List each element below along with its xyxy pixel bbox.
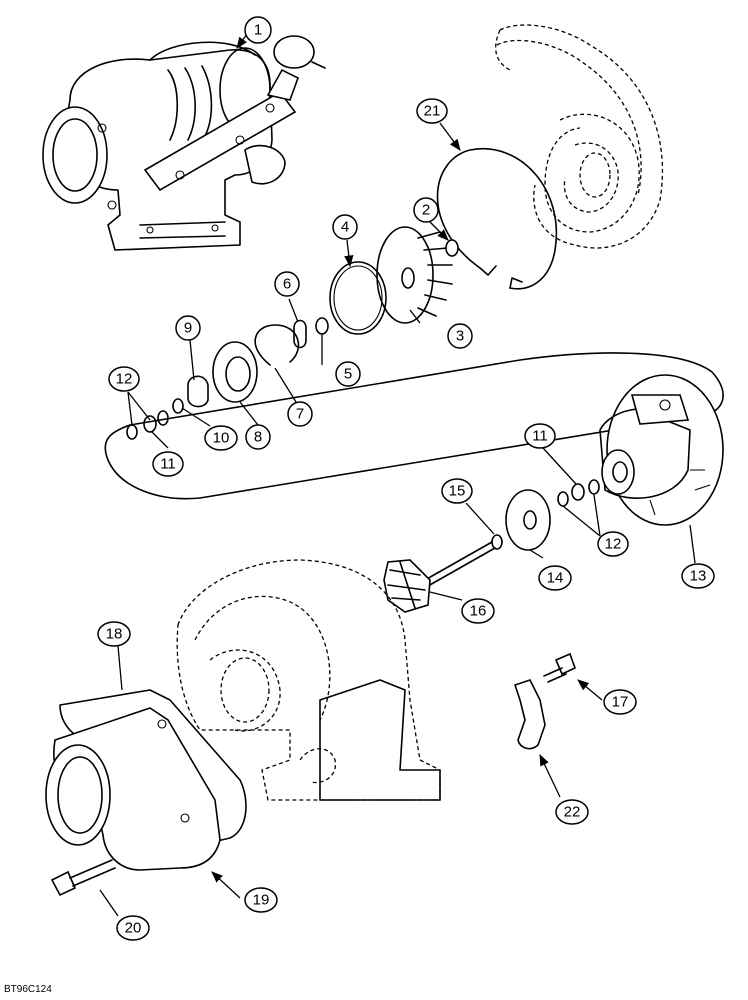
svg-text:12: 12: [605, 536, 622, 553]
svg-text:7: 7: [296, 406, 304, 423]
svg-text:20: 20: [125, 920, 142, 937]
callout-15[interactable]: 15: [441, 478, 473, 504]
svg-text:3: 3: [456, 328, 464, 345]
ring-12-right-a: [588, 479, 600, 495]
callout-12-right[interactable]: 12: [597, 531, 629, 557]
callout-11-right[interactable]: 11: [524, 423, 556, 449]
heat-shield-14: [505, 489, 551, 551]
retaining-ring-7: [254, 324, 300, 366]
compressor-housing-reference: [495, 24, 664, 249]
callout-13[interactable]: 13: [681, 563, 715, 589]
callout-6[interactable]: 6: [274, 271, 300, 297]
leader-lines: [99, 33, 696, 917]
snap-ring-21: [436, 147, 558, 290]
group-bracket: [104, 352, 724, 500]
callout-3[interactable]: 3: [447, 323, 473, 349]
callout-4[interactable]: 4: [332, 214, 358, 240]
callout-14[interactable]: 14: [538, 565, 572, 591]
ring-12-left-a: [157, 410, 169, 426]
bolt-20: [50, 859, 116, 897]
nut-2: [445, 239, 459, 257]
outlet-elbow-19: [45, 707, 221, 871]
callout-8[interactable]: 8: [245, 424, 271, 450]
svg-text:5: 5: [344, 366, 352, 383]
ring-5: [315, 317, 329, 335]
svg-text:19: 19: [253, 892, 270, 909]
washer-10: [172, 398, 184, 414]
callout-21[interactable]: 21: [416, 98, 448, 124]
heat-shield-14-inner: [523, 510, 537, 530]
svg-text:14: 14: [547, 570, 564, 587]
callout-1[interactable]: 1: [244, 16, 272, 44]
o-ring-4: [329, 261, 387, 335]
bearing-11-right: [571, 483, 585, 501]
plate-8-inner: [225, 356, 251, 392]
svg-text:11: 11: [532, 428, 548, 445]
svg-text:4: 4: [341, 219, 349, 236]
center-housing-13: [599, 374, 724, 526]
snap-ring-21-tabs: [479, 265, 523, 289]
callout-22[interactable]: 22: [555, 799, 589, 825]
drawing-code: BT96C124: [4, 984, 52, 995]
seal-ring-15: [491, 534, 503, 550]
callout-19[interactable]: 19: [244, 887, 278, 913]
turbine-shaft-16: [383, 541, 496, 613]
turbocharger-assembly: [42, 35, 326, 251]
ring-12-left-b: [126, 424, 138, 440]
turbine-outlet-flange: [319, 679, 441, 801]
svg-text:16: 16: [470, 603, 487, 620]
callout-18[interactable]: 18: [97, 621, 131, 647]
svg-text:15: 15: [449, 483, 466, 500]
lock-plate-22: [514, 679, 546, 750]
bearing-11-left: [143, 415, 157, 433]
callout-11-left[interactable]: 11: [152, 451, 184, 477]
callout-2[interactable]: 2: [413, 197, 439, 223]
turbine-housing-reference: [176, 559, 441, 801]
thrust-bearing-9: [187, 375, 209, 408]
ring-12-right-b: [557, 491, 569, 507]
callout-20[interactable]: 20: [116, 915, 150, 941]
callout-5[interactable]: 5: [335, 361, 361, 387]
callout-9[interactable]: 9: [175, 315, 201, 341]
callout-12-left[interactable]: 12: [108, 366, 140, 392]
svg-text:1: 1: [254, 22, 262, 39]
svg-text:2: 2: [422, 202, 430, 219]
svg-text:6: 6: [283, 276, 291, 293]
svg-text:13: 13: [690, 568, 707, 585]
svg-text:22: 22: [564, 804, 581, 821]
callout-7[interactable]: 7: [287, 401, 313, 427]
svg-text:17: 17: [612, 694, 629, 711]
o-ring-4-inner: [333, 265, 383, 331]
svg-text:18: 18: [106, 626, 123, 643]
compressor-wheel-3: [376, 226, 453, 324]
svg-text:9: 9: [184, 320, 192, 337]
svg-text:11: 11: [160, 456, 176, 473]
callout-16[interactable]: 16: [461, 598, 495, 624]
callout-10[interactable]: 10: [204, 425, 238, 451]
bolt-17: [543, 652, 576, 683]
svg-text:10: 10: [213, 430, 230, 447]
callout-17[interactable]: 17: [603, 689, 637, 715]
svg-text:8: 8: [254, 429, 262, 446]
svg-text:12: 12: [116, 371, 133, 388]
svg-text:21: 21: [424, 103, 441, 120]
